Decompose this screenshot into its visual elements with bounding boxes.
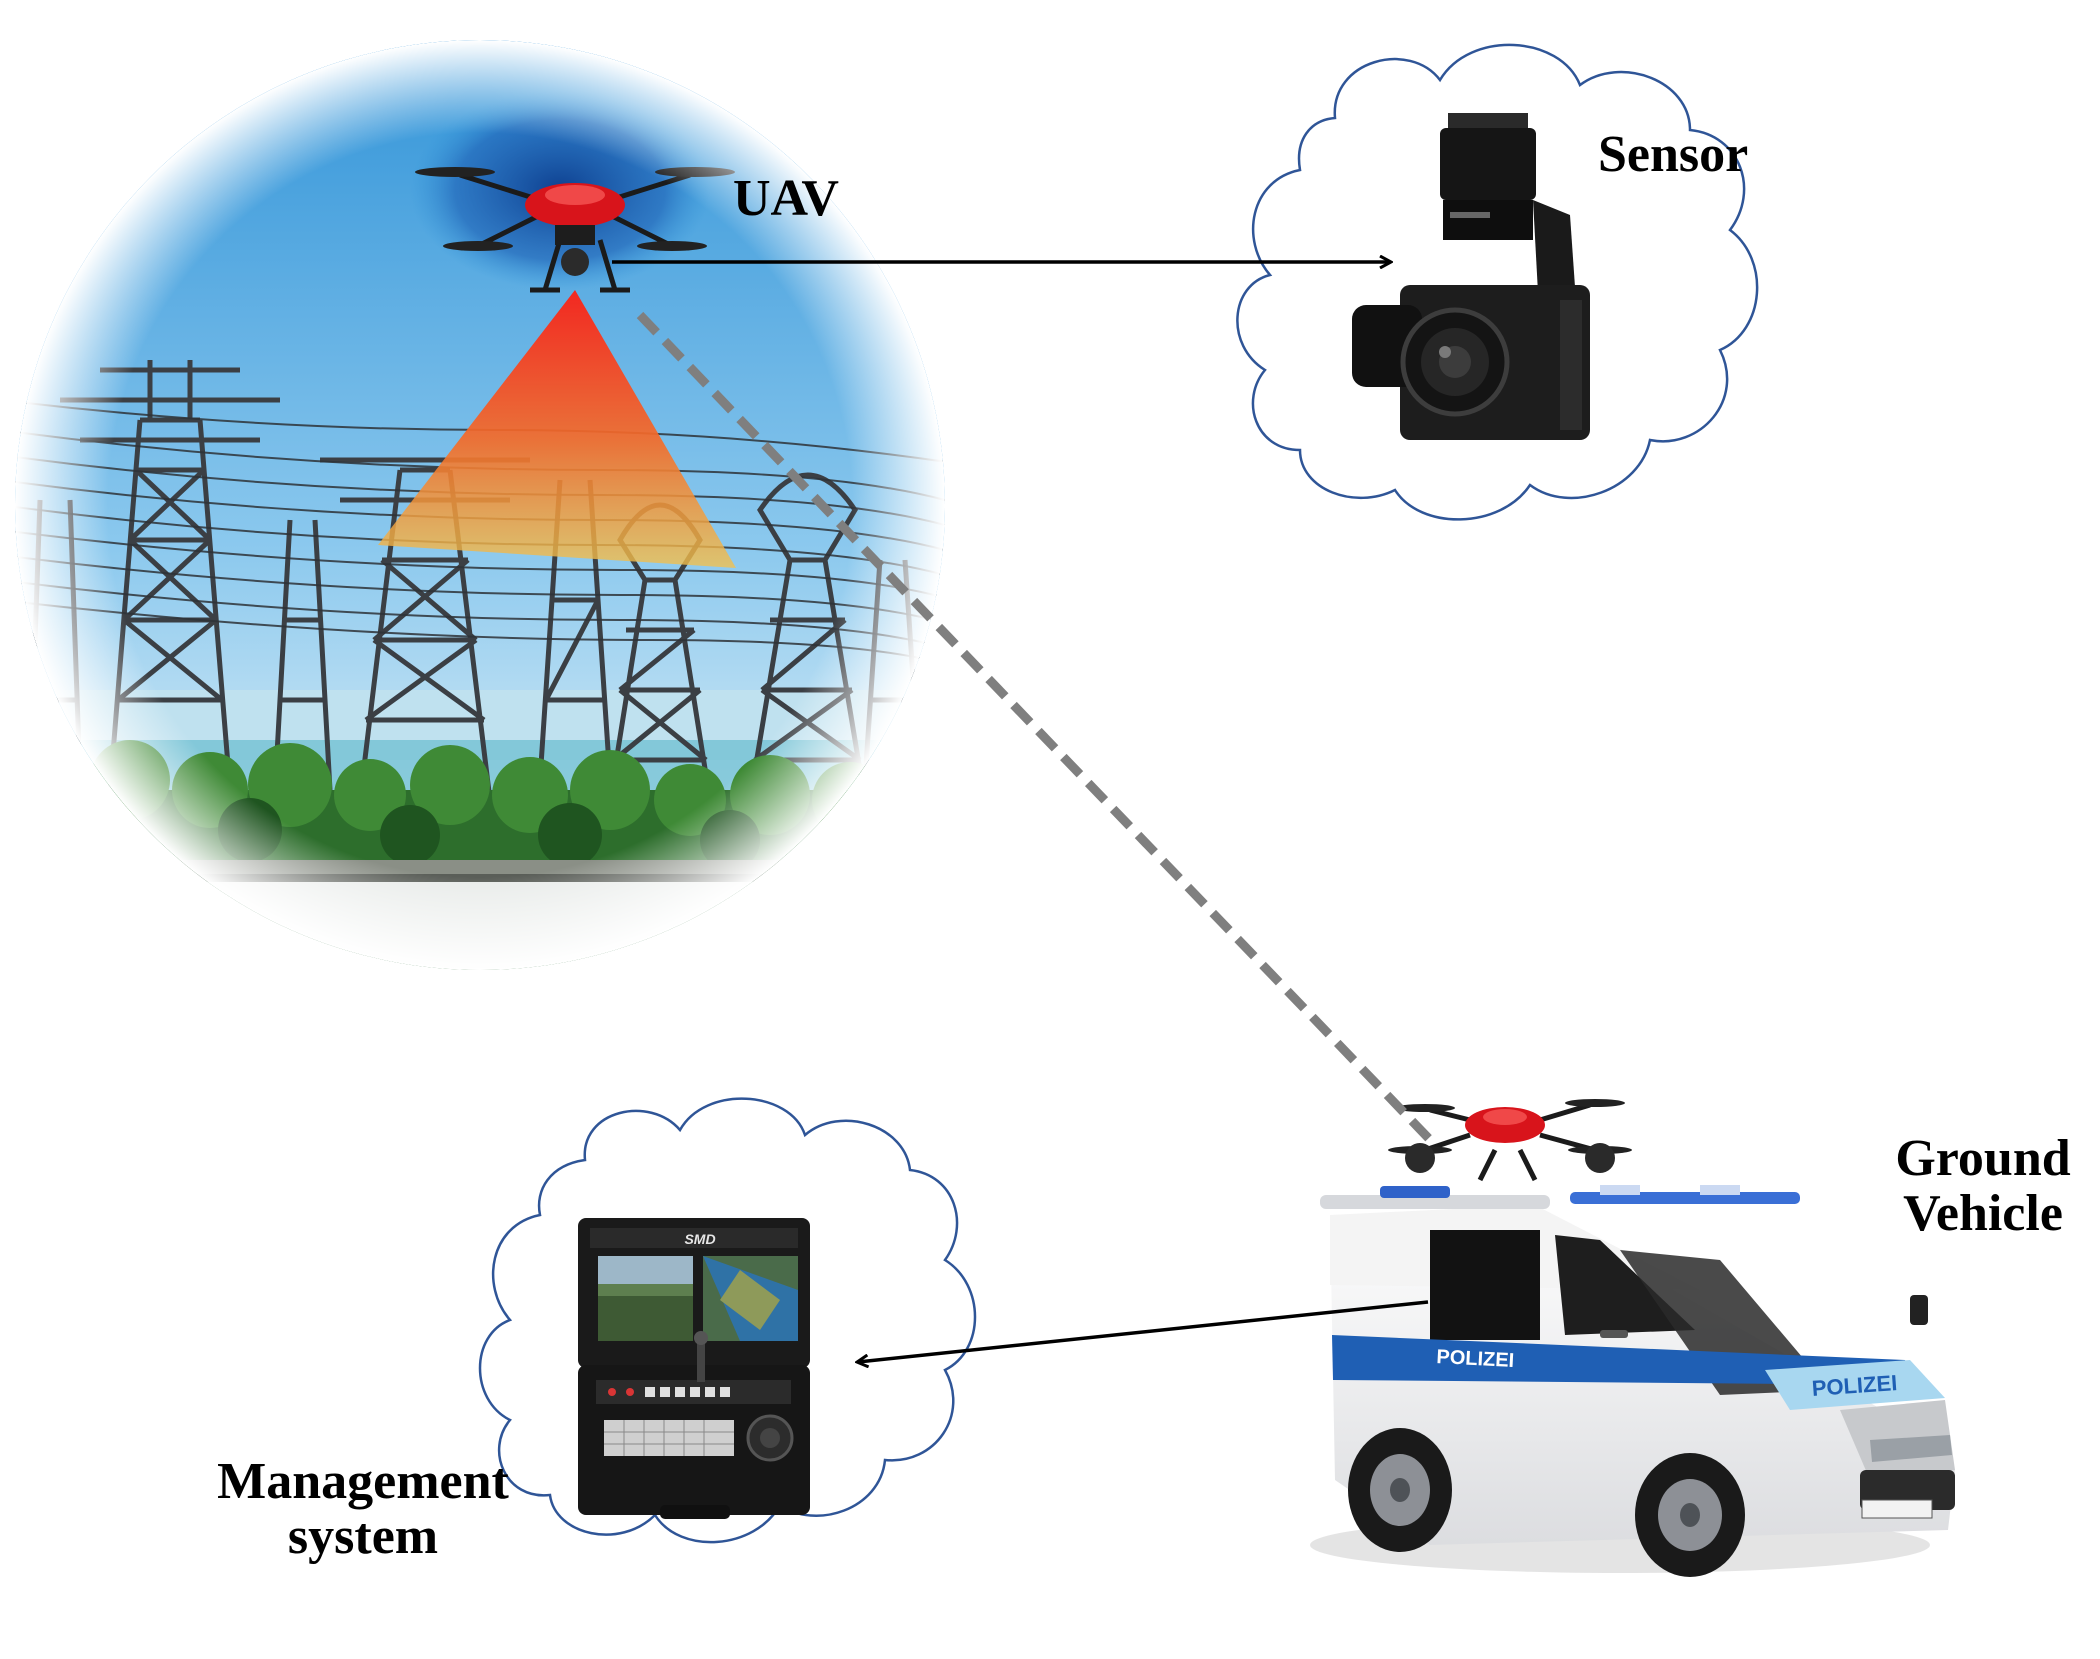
thermal-camera-icon [1352,113,1590,440]
ground-vehicle-van-icon: POLIZEI POLIZEI [1310,1185,1955,1577]
management-system-label-line2: system [287,1507,439,1565]
docked-drone-icon [1388,1099,1632,1182]
console-brand-text: SMD [684,1231,715,1247]
uav-to-vehicle-link [636,311,1439,1149]
ground-vehicle-label: Ground Vehicle [1872,1130,2094,1242]
ground-vehicle-label-line1: Ground [1895,1130,2071,1187]
ground-control-console-icon: SMD [578,1218,810,1519]
management-cloud [478,1097,977,1544]
van-hood-polizei-text: POLIZEI [1811,1370,1898,1401]
van-side-polizei-text: POLIZEI [1436,1346,1515,1372]
power-line-scene [15,40,945,970]
uav-label: UAV [733,170,839,227]
management-system-label-line1: Management [217,1453,509,1510]
sensor-cloud [1236,43,1759,521]
management-system-label: Management system [178,1453,548,1565]
sensor-label: Sensor [1598,126,1749,183]
vehicle-to-management-arrow [858,1300,1429,1362]
ground-vehicle-label-line2: Vehicle [1903,1184,2063,1242]
